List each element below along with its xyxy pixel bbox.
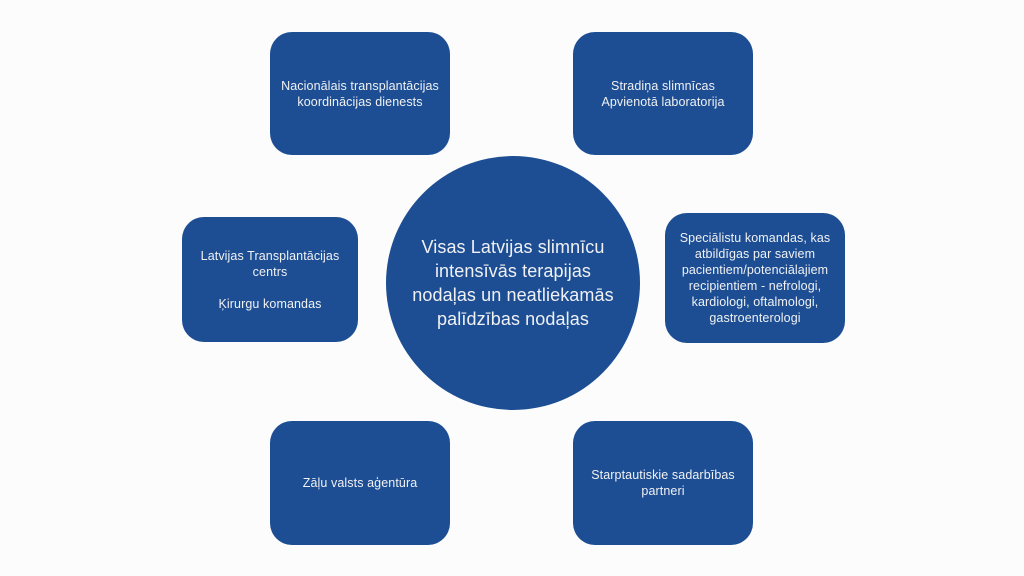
node-latvian-transplantation-center: Latvijas Transplantācijas centrs Ķirurgu… (182, 217, 358, 342)
node-label: Speciālistu komandas, kas atbildīgas par… (679, 231, 831, 325)
node-central-hospital-departments: Visas Latvijas slimnīcu intensīvās terap… (386, 156, 640, 410)
node-label: Nacionālais transplantācijas koordinācij… (281, 78, 439, 109)
node-stradins-hospital-joint-laboratory: Stradiņa slimnīcas Apvienotā laboratorij… (573, 32, 753, 155)
node-international-cooperation-partners: Starptautiskie sadarbības partneri (573, 421, 753, 545)
node-state-agency-of-medicines: Zāļu valsts aģentūra (270, 421, 450, 545)
node-specialist-teams: Speciālistu komandas, kas atbildīgas par… (665, 213, 845, 343)
node-label: Starptautiskie sadarbības partneri (591, 468, 735, 498)
node-label: Stradiņa slimnīcas Apvienotā laboratorij… (601, 78, 725, 109)
node-label: Zāļu valsts aģentūra (302, 476, 418, 490)
node-national-transplant-coordination-service: Nacionālais transplantācijas koordinācij… (270, 32, 450, 155)
node-label: Latvijas Transplantācijas centrs Ķirurgu… (200, 248, 340, 311)
node-label: Visas Latvijas slimnīcu intensīvās terap… (412, 237, 614, 329)
